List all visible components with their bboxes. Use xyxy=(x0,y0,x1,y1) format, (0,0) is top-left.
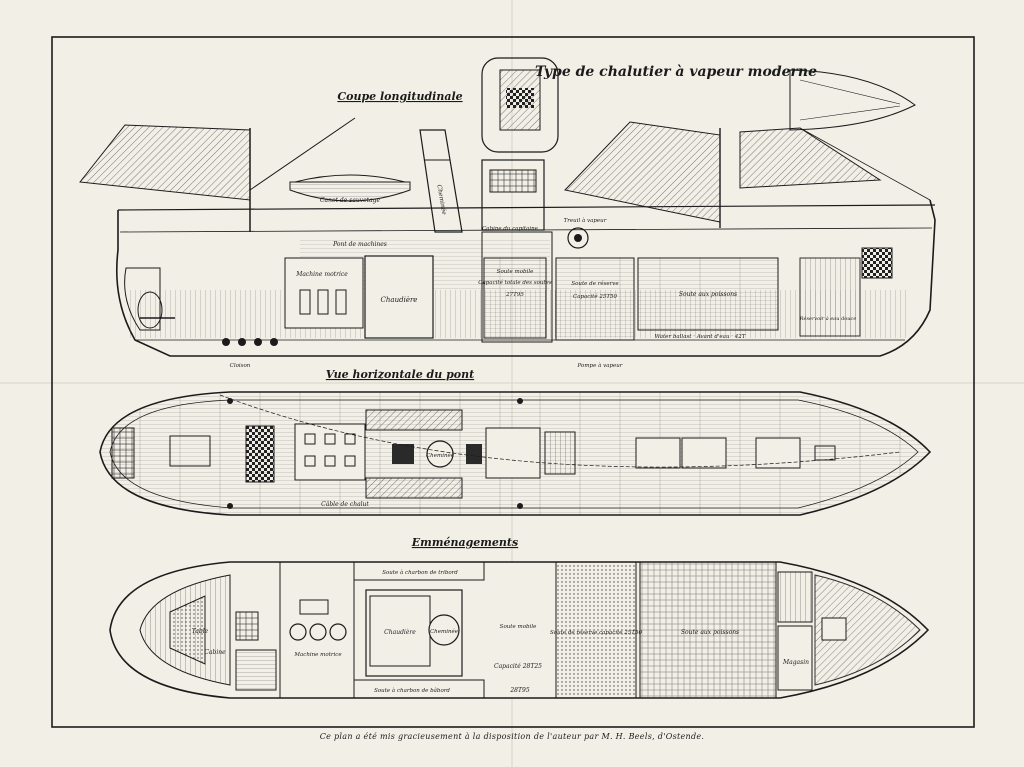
label-machine-motrice-b: Machine motrice xyxy=(293,652,342,658)
label-chaudiere-b: Chaudière xyxy=(384,629,416,636)
label-soute-mobile: Soute mobile xyxy=(497,269,534,275)
label-treuil: Treuil à vapeur xyxy=(564,217,607,224)
label-capacite-soutes: Capacité totale des soutes xyxy=(478,279,552,286)
label-soute-reserve: Soute de réserve xyxy=(571,280,619,287)
label-charbonnier-babord: Soute à charbon de bâbord xyxy=(374,687,450,694)
label-cheminee-b: Cheminée xyxy=(430,628,459,635)
label-pont-machines: Pont de machines xyxy=(332,241,387,248)
section-title-longitudinal: Coupe longitudinale xyxy=(337,90,462,103)
label-pompe-vapeur: Pompe à vapeur xyxy=(577,362,623,369)
label-capacite-charbon-b: 28T95 xyxy=(509,687,529,694)
deck-plan: Vue horizontale du pont Cheminée Câble d xyxy=(99,368,932,516)
label-machine-motrice: Machine motrice xyxy=(295,271,348,278)
label-magasin: Magasin xyxy=(782,659,809,666)
label-cabine-capitaine: Cabine du capitaine xyxy=(482,226,539,232)
label-capacite-charbon: Capacité 28T25 xyxy=(494,663,542,670)
label-cabine: Cabine xyxy=(204,649,226,656)
label-soute-poisson: Soute aux poissons xyxy=(679,291,737,298)
label-canot: Canot de sauvetage xyxy=(320,197,381,204)
label-soute-reserve-b: Soute de réserve capacité 25T50 xyxy=(550,629,642,636)
label-chaudiere: Chaudière xyxy=(381,296,418,304)
longitudinal-section: Coupe longitudinale Canot de sauvetage C… xyxy=(79,57,936,369)
label-cheminee: Cheminée xyxy=(435,184,447,216)
label-charbonnier: Soute à charbon de tribord xyxy=(382,569,458,576)
section-title-accommodation: Emménagements xyxy=(411,536,518,549)
label-cloison: Cloison xyxy=(230,363,251,369)
section-title-deck: Vue horizontale du pont xyxy=(326,368,474,381)
label-table: Table xyxy=(192,628,209,635)
label-soute-mobile-b: Soute mobile xyxy=(500,624,537,630)
label-cable-chalut: Câble de chalut xyxy=(321,501,369,508)
label-soute-reserve-cap: Capacité 25T50 xyxy=(573,293,618,300)
label-cheminee-deck: Cheminée xyxy=(426,452,455,459)
accommodation-plan: Emménagements Table Cabine Machine motri… xyxy=(109,536,930,699)
drawing-frame xyxy=(51,36,975,728)
footer-caption: Ce plan a été mis gracieusement à la dis… xyxy=(319,732,705,741)
label-reservoir: Réservoir à eau douce xyxy=(799,315,857,322)
label-capacite-value: 27T95 xyxy=(505,292,524,298)
label-soute-poisson-b: Soute aux poissons xyxy=(681,629,739,636)
label-water-ballast: Water ballast · Avant d'eau · 42T xyxy=(655,334,746,340)
plan-title: Type de chalutier à vapeur moderne xyxy=(535,64,817,80)
